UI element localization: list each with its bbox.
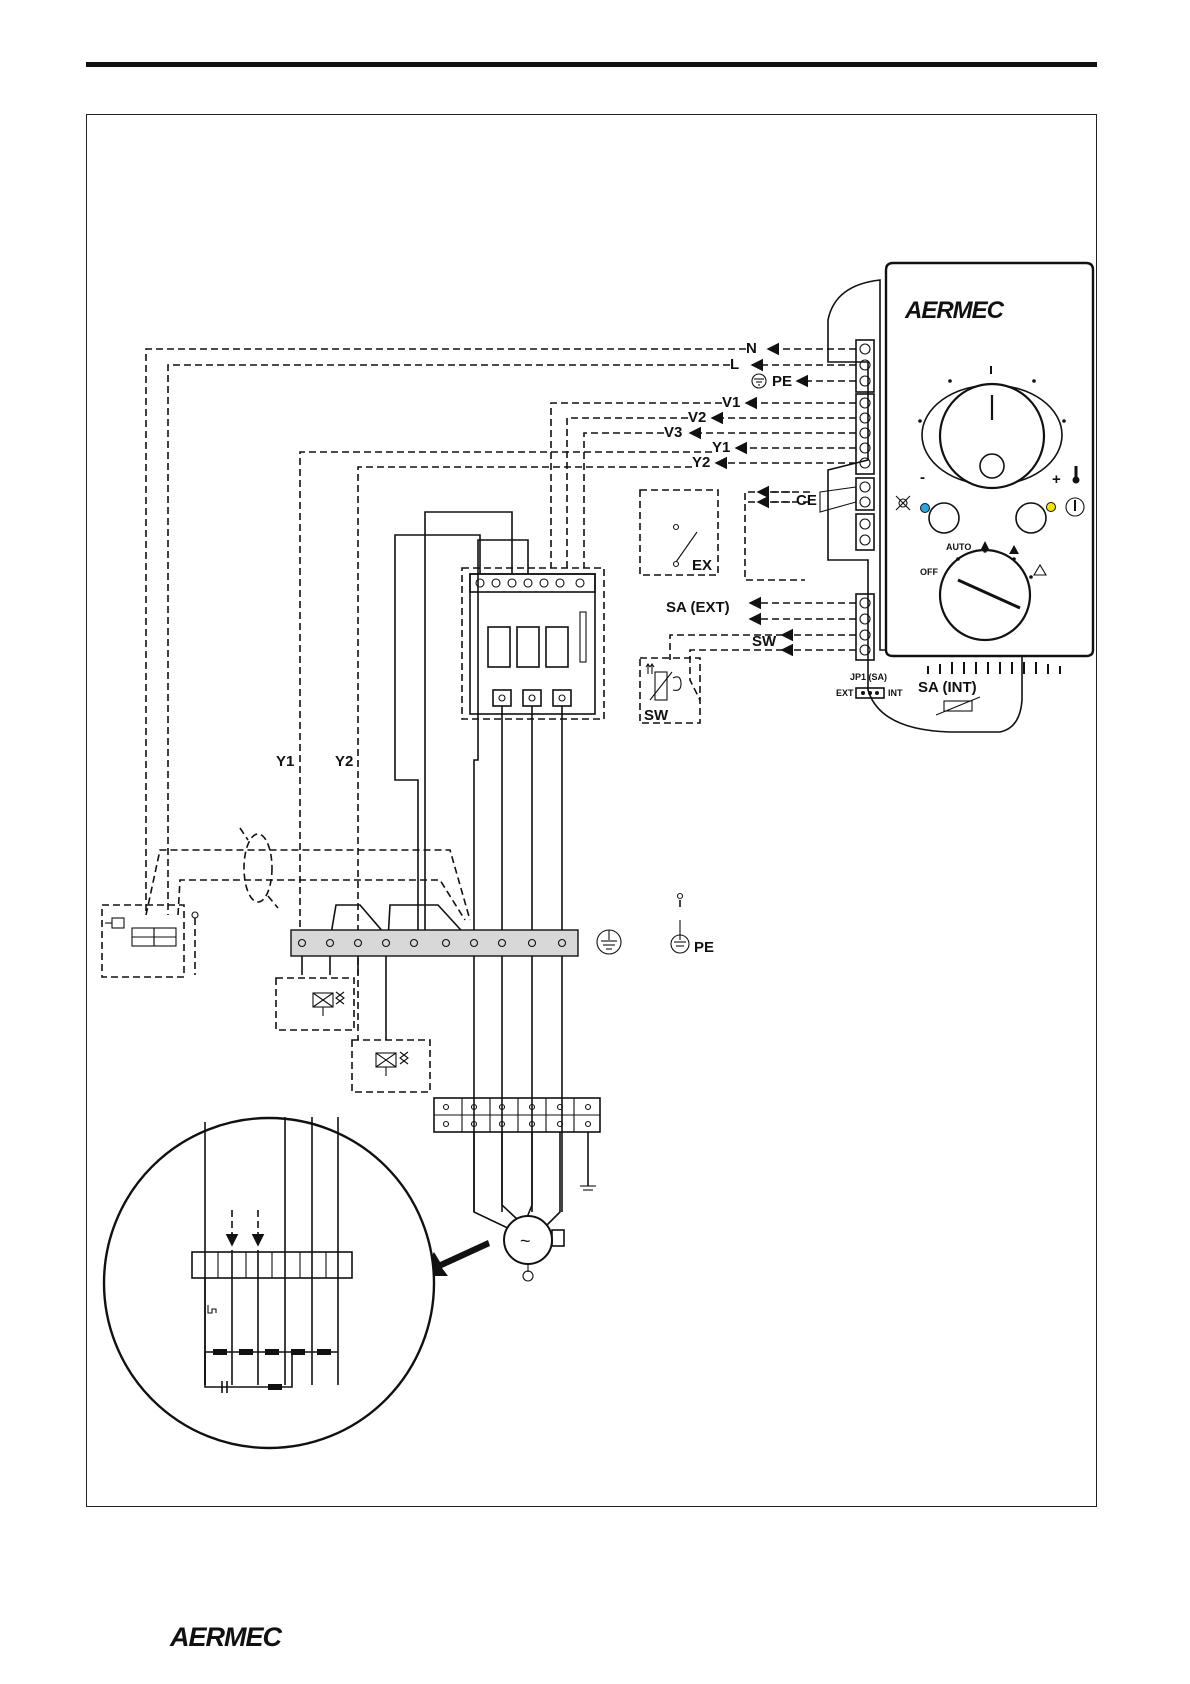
terminal-strip-ce [856, 478, 874, 550]
fan-off-label: OFF [920, 567, 938, 577]
motor-terminal-block [434, 1098, 600, 1190]
terminal-label-n: N [746, 340, 757, 357]
fan-motor: ~ [474, 1132, 564, 1281]
fan-auto-label: AUTO [946, 542, 971, 552]
sa-int-label: SA (INT) [918, 679, 977, 696]
valve-line-y2: Y2 [335, 753, 353, 770]
sw-sensor-label: SW [644, 707, 669, 724]
terminal-label-pe: PE [772, 373, 792, 390]
terminal-label-v2: V2 [688, 409, 706, 426]
dial-plus: + [1052, 471, 1061, 488]
motor-detail-circle [104, 1117, 434, 1448]
thermostat: AERMEC - + AUTO OFF [828, 263, 1093, 732]
solid-wiring [330, 512, 562, 1212]
earth-icon-terminal [597, 930, 621, 954]
internal-sensor-icon [936, 697, 980, 715]
jumper-title: JP1 (SA) [850, 672, 887, 682]
footer-logo: AERMEC [169, 1622, 283, 1652]
valve-actuator-y2 [352, 1040, 430, 1092]
terminal-label-y1: Y1 [712, 439, 730, 456]
thermostat-logo: AERMEC [904, 297, 1005, 324]
ex-label: EX [692, 557, 712, 574]
terminal-label-l: L [730, 356, 739, 373]
terminal-label-ce: CE [796, 492, 817, 509]
fan-speed-knob[interactable] [940, 550, 1030, 640]
pe-legend-label: PE [694, 939, 714, 956]
terminal-label-v1: V1 [722, 394, 740, 411]
terminal-label-sa-ext: SA (EXT) [666, 599, 730, 616]
terminal-label-y2: Y2 [692, 454, 710, 471]
svg-text:~: ~ [520, 1231, 531, 1251]
jumper-int: INT [888, 688, 903, 698]
valve-microswitch [102, 905, 198, 977]
cool-led [921, 504, 930, 513]
terminal-strip-sensors [856, 594, 874, 660]
main-terminal-block [291, 930, 578, 1040]
heat-led [1047, 503, 1056, 512]
valve-actuator-y1 [276, 978, 354, 1030]
jumper-ext: EXT [836, 688, 854, 698]
dial-minus: - [920, 469, 925, 486]
speed-relay-board [462, 568, 604, 719]
terminal-strip-power [856, 340, 874, 392]
terminal-label-v3: V3 [664, 424, 682, 441]
earth-icon-pe [752, 374, 766, 388]
valve-line-y1: Y1 [276, 753, 294, 770]
pe-legend [671, 894, 689, 954]
vent-slots [928, 662, 1060, 674]
